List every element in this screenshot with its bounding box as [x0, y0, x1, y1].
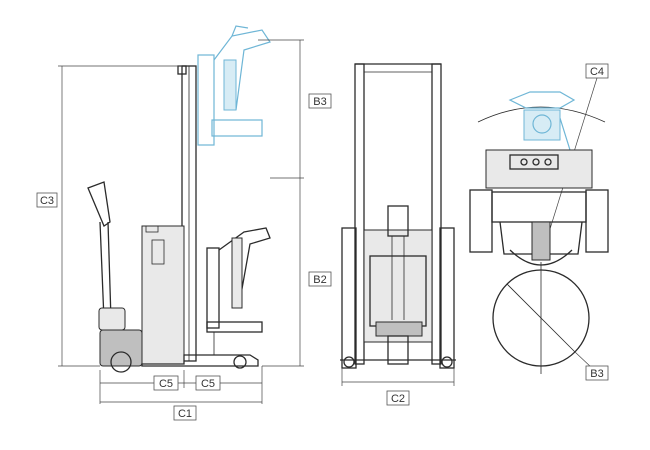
base-leg — [141, 354, 259, 367]
dimension-b2: B2 — [262, 178, 332, 367]
drive-unit — [99, 329, 143, 367]
label-c2: C2 — [391, 393, 405, 405]
top-view: C4 B3 — [469, 63, 609, 381]
label-b3-top: B3 — [590, 368, 603, 380]
label-b2: B2 — [313, 274, 326, 286]
lowered-forks — [206, 227, 271, 355]
label-b3-side: B3 — [313, 96, 326, 108]
side-view: C3 B3 B2 C5 C5 — [36, 25, 332, 421]
roll-circle — [492, 262, 590, 374]
tiller-handle — [87, 181, 126, 331]
dimension-b3-top: B3 — [574, 351, 609, 381]
label-c1: C1 — [178, 408, 192, 420]
dimension-c4: C4 — [544, 63, 609, 246]
dimension-c2: C2 — [341, 368, 455, 406]
machine-body — [141, 225, 185, 365]
front-view: C2 — [340, 63, 456, 406]
label-c5-right: C5 — [201, 378, 215, 390]
dimension-c5-left: C5 — [99, 370, 185, 404]
raised-forks-ghost — [197, 25, 271, 146]
label-c3: C3 — [40, 195, 54, 207]
dimension-c1: C1 — [100, 401, 262, 421]
dimension-c5-right: C5 — [184, 366, 263, 404]
dimension-c3: C3 — [36, 65, 182, 367]
label-c4: C4 — [590, 66, 604, 78]
dimension-b3-side: B3 — [258, 39, 332, 179]
top-clamp-ghost — [477, 91, 606, 151]
label-c5-left: C5 — [159, 378, 173, 390]
